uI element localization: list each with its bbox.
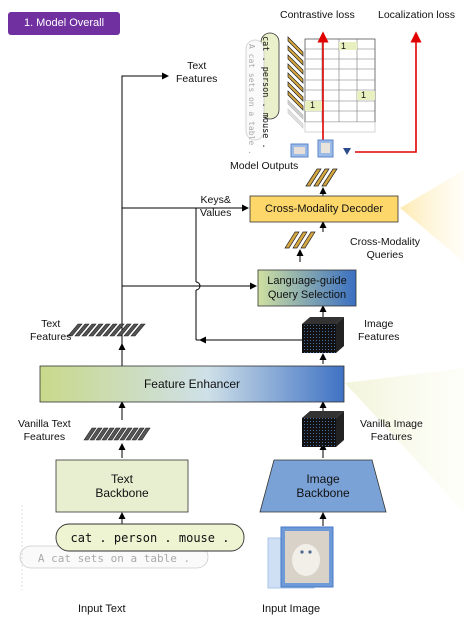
matrix-one-cell: 1 [341,41,347,51]
input-image-label: Input Image [262,603,321,615]
text-backbone-block [55,459,189,513]
text-feature-tokens [67,323,146,337]
contrastive-loss-label: Contrastive loss [280,9,355,21]
matrix-one-cell: 1 [310,100,316,110]
text-features-top-arrow [121,72,169,370]
similarity-matrix [304,38,376,133]
vanilla-text-tokens [83,427,151,441]
main-prompt-pill [55,523,245,552]
input-image-stack [267,526,334,589]
decoder-zoom-fan [400,170,464,262]
section-badge: 1. Model Overall [8,12,120,35]
localization-arrow [355,31,422,153]
ghost-prompt-text: A cat sets on a table . [37,552,191,565]
decoder-output-queries [305,168,338,187]
feature-enhancer-block [39,365,345,403]
model-output-thumbnails [290,139,351,158]
cross-modality-decoder-label: Cross-Modality Decoder [265,203,383,215]
matrix-one-cell: 1 [361,90,367,100]
enhancer-zoom-fan [345,368,464,512]
query-selection-block [257,269,357,307]
image-backbone-block [259,459,387,513]
cross-modality-query-tokens [284,231,316,249]
input-text-label: Input Text [78,603,126,615]
token-embeddings [287,36,304,129]
image-feature-cube [302,317,344,353]
feature-enhancer-label: Feature Enhancer [143,377,241,391]
main-prompt-text: cat . person . mouse . [70,530,230,545]
vertical-ghost-tag [245,39,265,141]
model-outputs-label: Model Outputs [230,160,299,172]
vertical-prompt-text: cat . person . mouse . [260,36,270,149]
cross-modality-decoder-block [249,195,399,223]
vertical-ghost-text: A cat sets on a table . [247,44,256,155]
keys-values-label: Keys&Values [200,194,232,219]
vanilla-image-cube [302,411,344,447]
localization-loss-label: Localization loss [378,9,456,21]
